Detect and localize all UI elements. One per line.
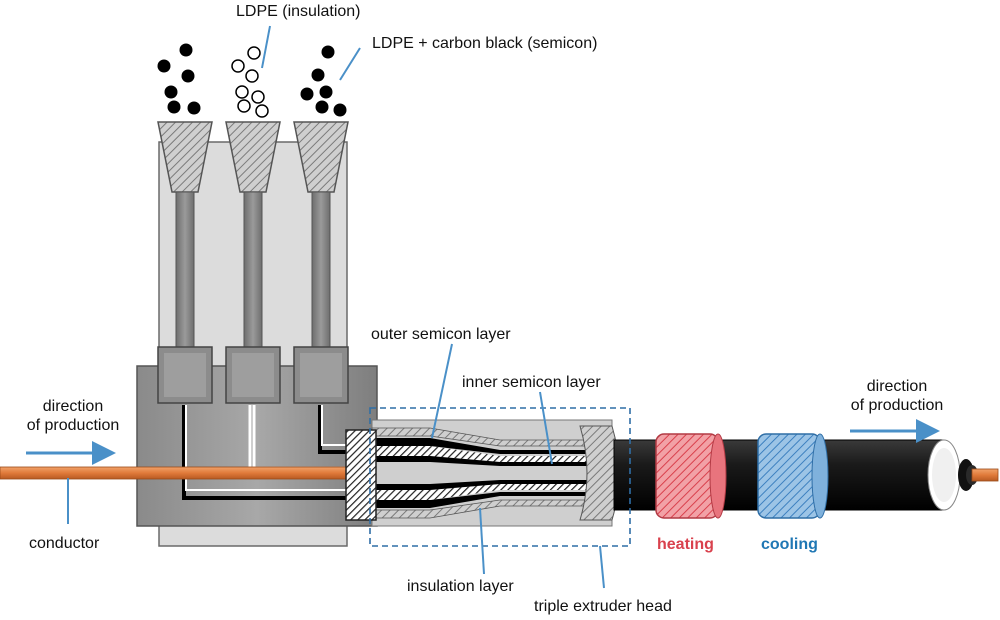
semicon-pellets-left: [157, 43, 201, 115]
semicon-pellets-right: [300, 45, 347, 117]
label-conductor: conductor: [29, 535, 100, 552]
label-triple-extruder-head: triple extruder head: [534, 598, 672, 615]
screw-blocks: [157, 346, 349, 404]
label-cooling: cooling: [761, 536, 818, 553]
label-direction-right-line1: direction: [866, 378, 928, 395]
hoppers: [157, 121, 349, 193]
label-direction-right: direction of production: [832, 377, 962, 415]
label-direction-right-line2: of production: [850, 397, 944, 414]
label-insulation-layer: insulation layer: [407, 578, 514, 595]
cooling-ring: [757, 433, 829, 519]
leader-lines: [67, 25, 605, 589]
triple-extruder-head-box: [369, 407, 631, 547]
label-direction-left-line2: of production: [26, 417, 120, 434]
label-direction-left-line1: direction: [42, 398, 104, 415]
label-inner-semicon: inner semicon layer: [462, 374, 601, 391]
label-ldpe-insulation: LDPE (insulation): [236, 3, 361, 20]
insulation-pellets: [231, 46, 269, 118]
label-heating: heating: [657, 536, 714, 553]
feed-pipes: [175, 191, 331, 349]
label-direction-left: direction of production: [8, 397, 138, 435]
label-ldpe-semicon: LDPE + carbon black (semicon): [372, 35, 598, 52]
label-outer-semicon: outer semicon layer: [371, 326, 511, 343]
extruder-head: [345, 419, 620, 527]
heating-ring: [655, 433, 727, 519]
